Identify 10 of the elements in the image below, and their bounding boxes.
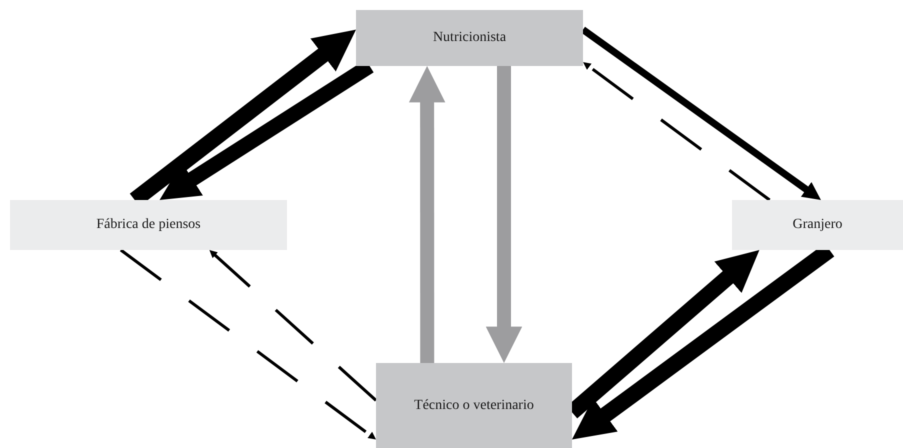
role-box <box>10 200 287 250</box>
arrow <box>408 66 446 363</box>
role-label: Técnico o veterinario <box>414 398 534 414</box>
role-label: Granjero <box>792 217 842 233</box>
arrow <box>486 66 522 363</box>
role-box <box>732 200 903 250</box>
role-label: Fábrica de piensos <box>96 217 201 233</box>
role-box <box>376 363 572 448</box>
role-label: Nutricionista <box>432 30 506 46</box>
role-box <box>356 10 583 66</box>
